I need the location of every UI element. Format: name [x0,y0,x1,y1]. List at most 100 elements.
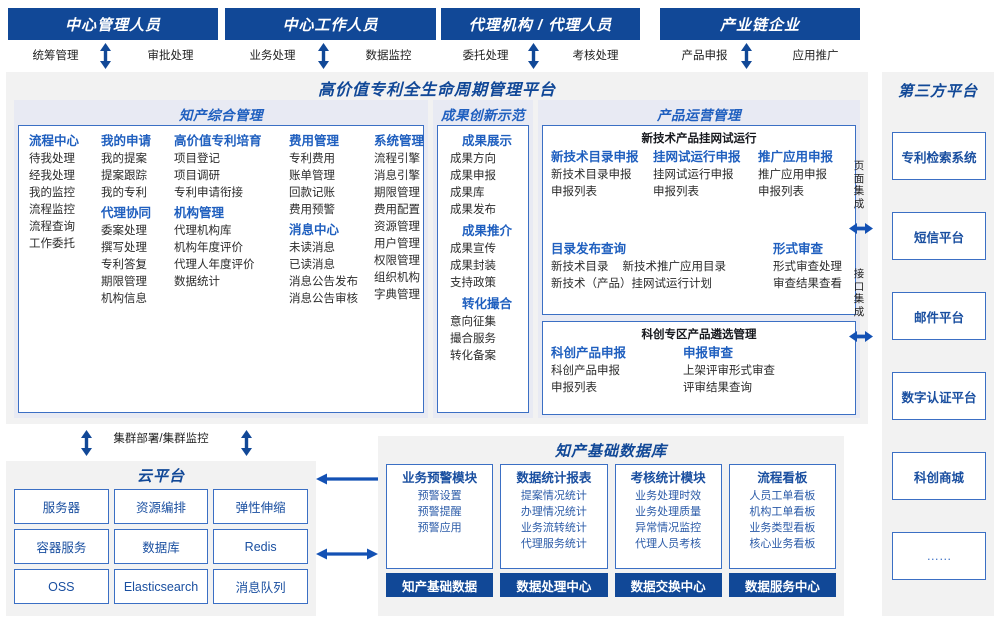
menu-item[interactable]: 新技术目录 [551,261,609,273]
cloud-cell-database[interactable]: 数据库 [113,529,209,564]
menu-item[interactable]: 评审结果查询 [683,382,752,394]
col-head-process-center[interactable]: 流程中心 [29,134,80,148]
col-head-sci-tech-declare[interactable]: 科创产品申报 [551,346,627,360]
menu-item[interactable]: 数据统计 [174,276,220,288]
menu-item[interactable]: 新技术推广应用目录 [622,261,727,273]
menu-item[interactable]: 成果方向 [450,153,496,165]
menu-item[interactable]: 申报列表 [653,186,699,198]
db-card-item[interactable]: 预警提醒 [417,506,462,518]
menu-item[interactable]: 推广应用申报 [758,169,827,181]
col-head-agent-collaboration[interactable]: 代理协同 [101,206,152,220]
menu-item[interactable]: 机构年度评价 [174,242,243,254]
col-head-institution-management[interactable]: 机构管理 [174,206,225,220]
cloud-cell-autoscaling[interactable]: 弹性伸缩 [213,489,308,524]
third-party-item-patent-search[interactable]: 专利检索系统 [892,132,986,180]
menu-item[interactable]: 回款记账 [289,187,335,199]
col-head-achievement-display[interactable]: 成果展示 [461,134,512,148]
menu-item[interactable]: 组织机构 [374,272,420,284]
menu-item[interactable]: 账单管理 [289,170,335,182]
db-foot-service-center[interactable]: 数据服务中心 [728,573,836,597]
db-card-item[interactable]: 代理服务统计 [520,538,587,550]
menu-item[interactable]: 待我处理 [29,153,75,165]
cloud-cell-orchestration[interactable]: 资源编排 [113,489,209,524]
menu-item[interactable]: 已读消息 [289,259,335,271]
menu-item[interactable]: 费用预警 [289,204,335,216]
col-head-promotion-app[interactable]: 推广应用申报 [758,150,834,164]
cloud-cell-oss[interactable]: OSS [14,569,109,604]
cloud-cell-container[interactable]: 容器服务 [14,529,109,564]
col-head-formal-review[interactable]: 形式审查 [773,242,824,256]
menu-item[interactable]: 申报列表 [758,186,804,198]
menu-item[interactable]: 字典管理 [374,289,420,301]
menu-item[interactable]: 申报列表 [551,382,597,394]
menu-item[interactable]: 期限管理 [374,187,420,199]
third-party-item-sms[interactable]: 短信平台 [892,212,986,260]
menu-item[interactable]: 流程监控 [29,204,75,216]
col-head-my-application[interactable]: 我的申请 [101,134,152,148]
menu-item[interactable]: 意向征集 [450,316,496,328]
cloud-cell-server[interactable]: 服务器 [14,489,109,524]
role-box-center-staff[interactable]: 中心工作人员 [225,8,436,40]
col-head-high-value-patent[interactable]: 高价值专利培育 [174,134,262,148]
menu-item[interactable]: 消息引擎 [374,170,420,182]
third-party-item-digital-cert[interactable]: 数字认证平台 [892,372,986,420]
menu-item[interactable]: 专利费用 [289,153,335,165]
db-card-item[interactable]: 办理情况统计 [520,506,587,518]
cloud-cell-redis[interactable]: Redis [213,529,308,564]
menu-item[interactable]: 项目登记 [174,153,220,165]
menu-item[interactable]: 流程查询 [29,221,75,233]
menu-item[interactable]: 上架评审形式审查 [683,365,775,377]
third-party-item-email[interactable]: 邮件平台 [892,292,986,340]
menu-item[interactable]: 费用配置 [374,204,420,216]
menu-item[interactable]: 消息公告审核 [289,293,358,305]
menu-item[interactable]: 项目调研 [174,170,220,182]
menu-item[interactable]: 我的监控 [29,187,75,199]
menu-item[interactable]: 成果申报 [450,170,496,182]
db-card-item[interactable]: 业务处理质量 [635,506,702,518]
db-card-item[interactable]: 核心业务看板 [749,538,816,550]
menu-item[interactable]: 用户管理 [374,238,420,250]
db-foot-processing-center[interactable]: 数据处理中心 [500,573,608,597]
menu-item[interactable]: 我的提案 [101,153,147,165]
db-card-item[interactable]: 人员工单看板 [749,490,816,502]
menu-item[interactable]: 支持政策 [450,277,496,289]
col-head-fee-management[interactable]: 费用管理 [289,134,340,148]
role-box-center-admin[interactable]: 中心管理人员 [8,8,218,40]
db-card-item[interactable]: 预警设置 [417,490,462,502]
col-head-system-management[interactable]: 系统管理 [374,134,425,148]
menu-item[interactable]: 转化备案 [450,350,496,362]
col-head-transfer-matchmaking[interactable]: 转化撮合 [461,297,512,311]
col-head-catalog-publish-query[interactable]: 目录发布查询 [551,242,627,256]
col-head-new-tech-catalog[interactable]: 新技术目录申报 [551,150,639,164]
menu-item[interactable]: 资源管理 [374,221,420,233]
menu-item[interactable]: 撮合服务 [450,333,496,345]
menu-item[interactable]: 机构信息 [101,293,147,305]
menu-item[interactable]: 申报列表 [551,186,597,198]
menu-item[interactable]: 撰写处理 [101,242,147,254]
db-card-item[interactable]: 业务类型看板 [749,522,816,534]
menu-item[interactable]: 权限管理 [374,255,420,267]
menu-item[interactable]: 提案跟踪 [101,170,147,182]
menu-item[interactable]: 新技术目录申报 [551,169,632,181]
menu-item[interactable]: 消息公告发布 [289,276,358,288]
col-head-message-center[interactable]: 消息中心 [289,223,340,237]
db-foot-base-data[interactable]: 知产基础数据 [386,573,494,597]
role-box-agency[interactable]: 代理机构 / 代理人员 [441,8,640,40]
menu-item[interactable]: 工作委托 [29,238,75,250]
menu-item[interactable]: 代理人年度评价 [174,259,255,271]
db-card-item[interactable]: 预警应用 [417,522,462,534]
db-card-item[interactable]: 机构工单看板 [749,506,816,518]
menu-item[interactable]: 成果库 [450,187,485,199]
menu-item[interactable]: 专利申请衔接 [174,187,243,199]
cloud-cell-elasticsearch[interactable]: Elasticsearch [113,569,209,604]
menu-item[interactable]: 形式审查处理 [773,261,842,273]
menu-item[interactable]: 期限管理 [101,276,147,288]
menu-item[interactable]: 成果宣传 [450,243,496,255]
menu-item[interactable]: 未读消息 [289,242,335,254]
menu-item[interactable]: 经我处理 [29,170,75,182]
db-card-item[interactable]: 代理人员考核 [635,538,702,550]
col-head-achievement-promotion[interactable]: 成果推介 [461,224,512,238]
menu-item[interactable]: 流程引擎 [374,153,420,165]
col-head-online-trial[interactable]: 挂网试运行申报 [653,150,741,164]
role-box-industry-enterprise[interactable]: 产业链企业 [660,8,860,40]
